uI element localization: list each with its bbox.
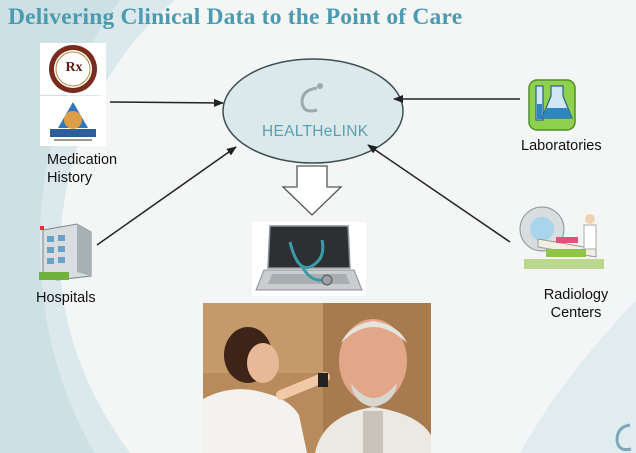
radiology-label-line1: Radiology (543, 287, 609, 303)
arrow-radiology-to-hub (367, 144, 511, 243)
hub-logo-text: HEALTHeLINK (262, 123, 369, 140)
medication-label-line1: Medication (47, 152, 118, 168)
laboratories-label: Laboratories (521, 138, 602, 154)
laptop-stethoscope-icon (252, 222, 366, 296)
medication-label-line2: History (47, 170, 93, 186)
surescripts-badge-icon (40, 96, 106, 146)
hub-logo-swirl (300, 86, 318, 113)
hospital-building-icon (39, 223, 92, 281)
laboratory-flask-icon (528, 79, 576, 131)
radiology-scanner-icon (519, 206, 604, 269)
slide-title: Delivering Clinical Data to the Point of… (8, 4, 463, 30)
rx-badge-icon (40, 43, 106, 95)
radiology-label-line2: Centers (550, 305, 602, 321)
arrow-medication-to-hub (109, 98, 224, 107)
arrow-hospitals-to-hub (96, 146, 237, 246)
rx-badge-text: Rx (65, 60, 83, 75)
doctor-patient-photo (203, 303, 431, 453)
down-arrow (281, 165, 343, 216)
hospitals-label: Hospitals (36, 290, 96, 306)
